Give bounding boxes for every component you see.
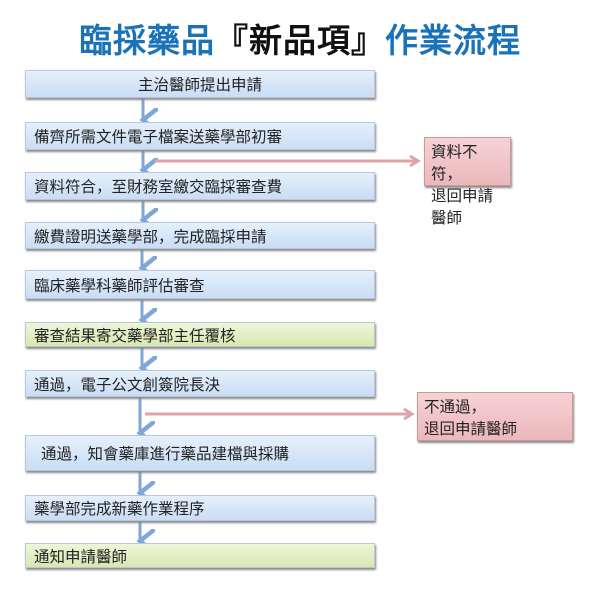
step-label: 備齊所需文件電子檔案送藥學部初審	[34, 128, 283, 146]
rejection-line1: 資料不符，	[431, 143, 478, 183]
step-label: 藥學部完成新藥作業程序	[34, 500, 205, 518]
rejection-line2: 退回申請醫師	[431, 187, 494, 227]
step-label: 資料符合，至財務室繳交臨採審查費	[34, 178, 283, 196]
rejection-line2: 退回申請醫師	[424, 420, 518, 438]
step-7: 通過，電子公文創簽院長決	[25, 370, 375, 397]
title-part3: 作業流程	[385, 21, 521, 60]
step-label: 主治醫師提出申請	[137, 76, 262, 94]
title-part1: 臨採藥品	[79, 21, 215, 60]
step-10: 通知申請醫師	[25, 543, 375, 568]
reject-arrow	[145, 407, 415, 421]
rejection-line1: 不通過，	[424, 398, 487, 416]
step-3: 資料符合，至財務室繳交臨採審查費	[25, 172, 375, 200]
step-label: 臨床藥學科藥師評估審查	[34, 276, 205, 295]
page-title: 臨採藥品『新品項』作業流程	[0, 14, 600, 62]
reject-arrow	[155, 154, 421, 168]
step-5: 臨床藥學科藥師評估審查	[25, 270, 375, 299]
step-label: 通過，知會藥庫進行藥品建檔與採購	[41, 445, 290, 463]
rejection-box-1: 資料不符， 退回申請醫師	[424, 137, 511, 227]
step-9: 藥學部完成新藥作業程序	[25, 495, 375, 521]
step-8: 通過，知會藥庫進行藥品建檔與採購	[25, 435, 375, 471]
step-4: 繳費證明送藥學部，完成臨採申請	[25, 222, 375, 249]
step-label: 審查結果寄交藥學部主任覆核	[34, 326, 236, 345]
step-label: 通過，電子公文創簽院長決	[34, 375, 221, 394]
step-label: 繳費證明送藥學部，完成臨採申請	[34, 227, 267, 246]
step-label: 通知申請醫師	[34, 547, 128, 566]
rejection-box-2: 不通過， 退回申請醫師	[417, 392, 573, 441]
step-6: 審查結果寄交藥學部主任覆核	[25, 322, 375, 347]
step-1: 主治醫師提出申請	[25, 70, 375, 98]
step-2: 備齊所需文件電子檔案送藥學部初審	[25, 122, 375, 150]
title-part2: 『新品項』	[215, 21, 385, 60]
